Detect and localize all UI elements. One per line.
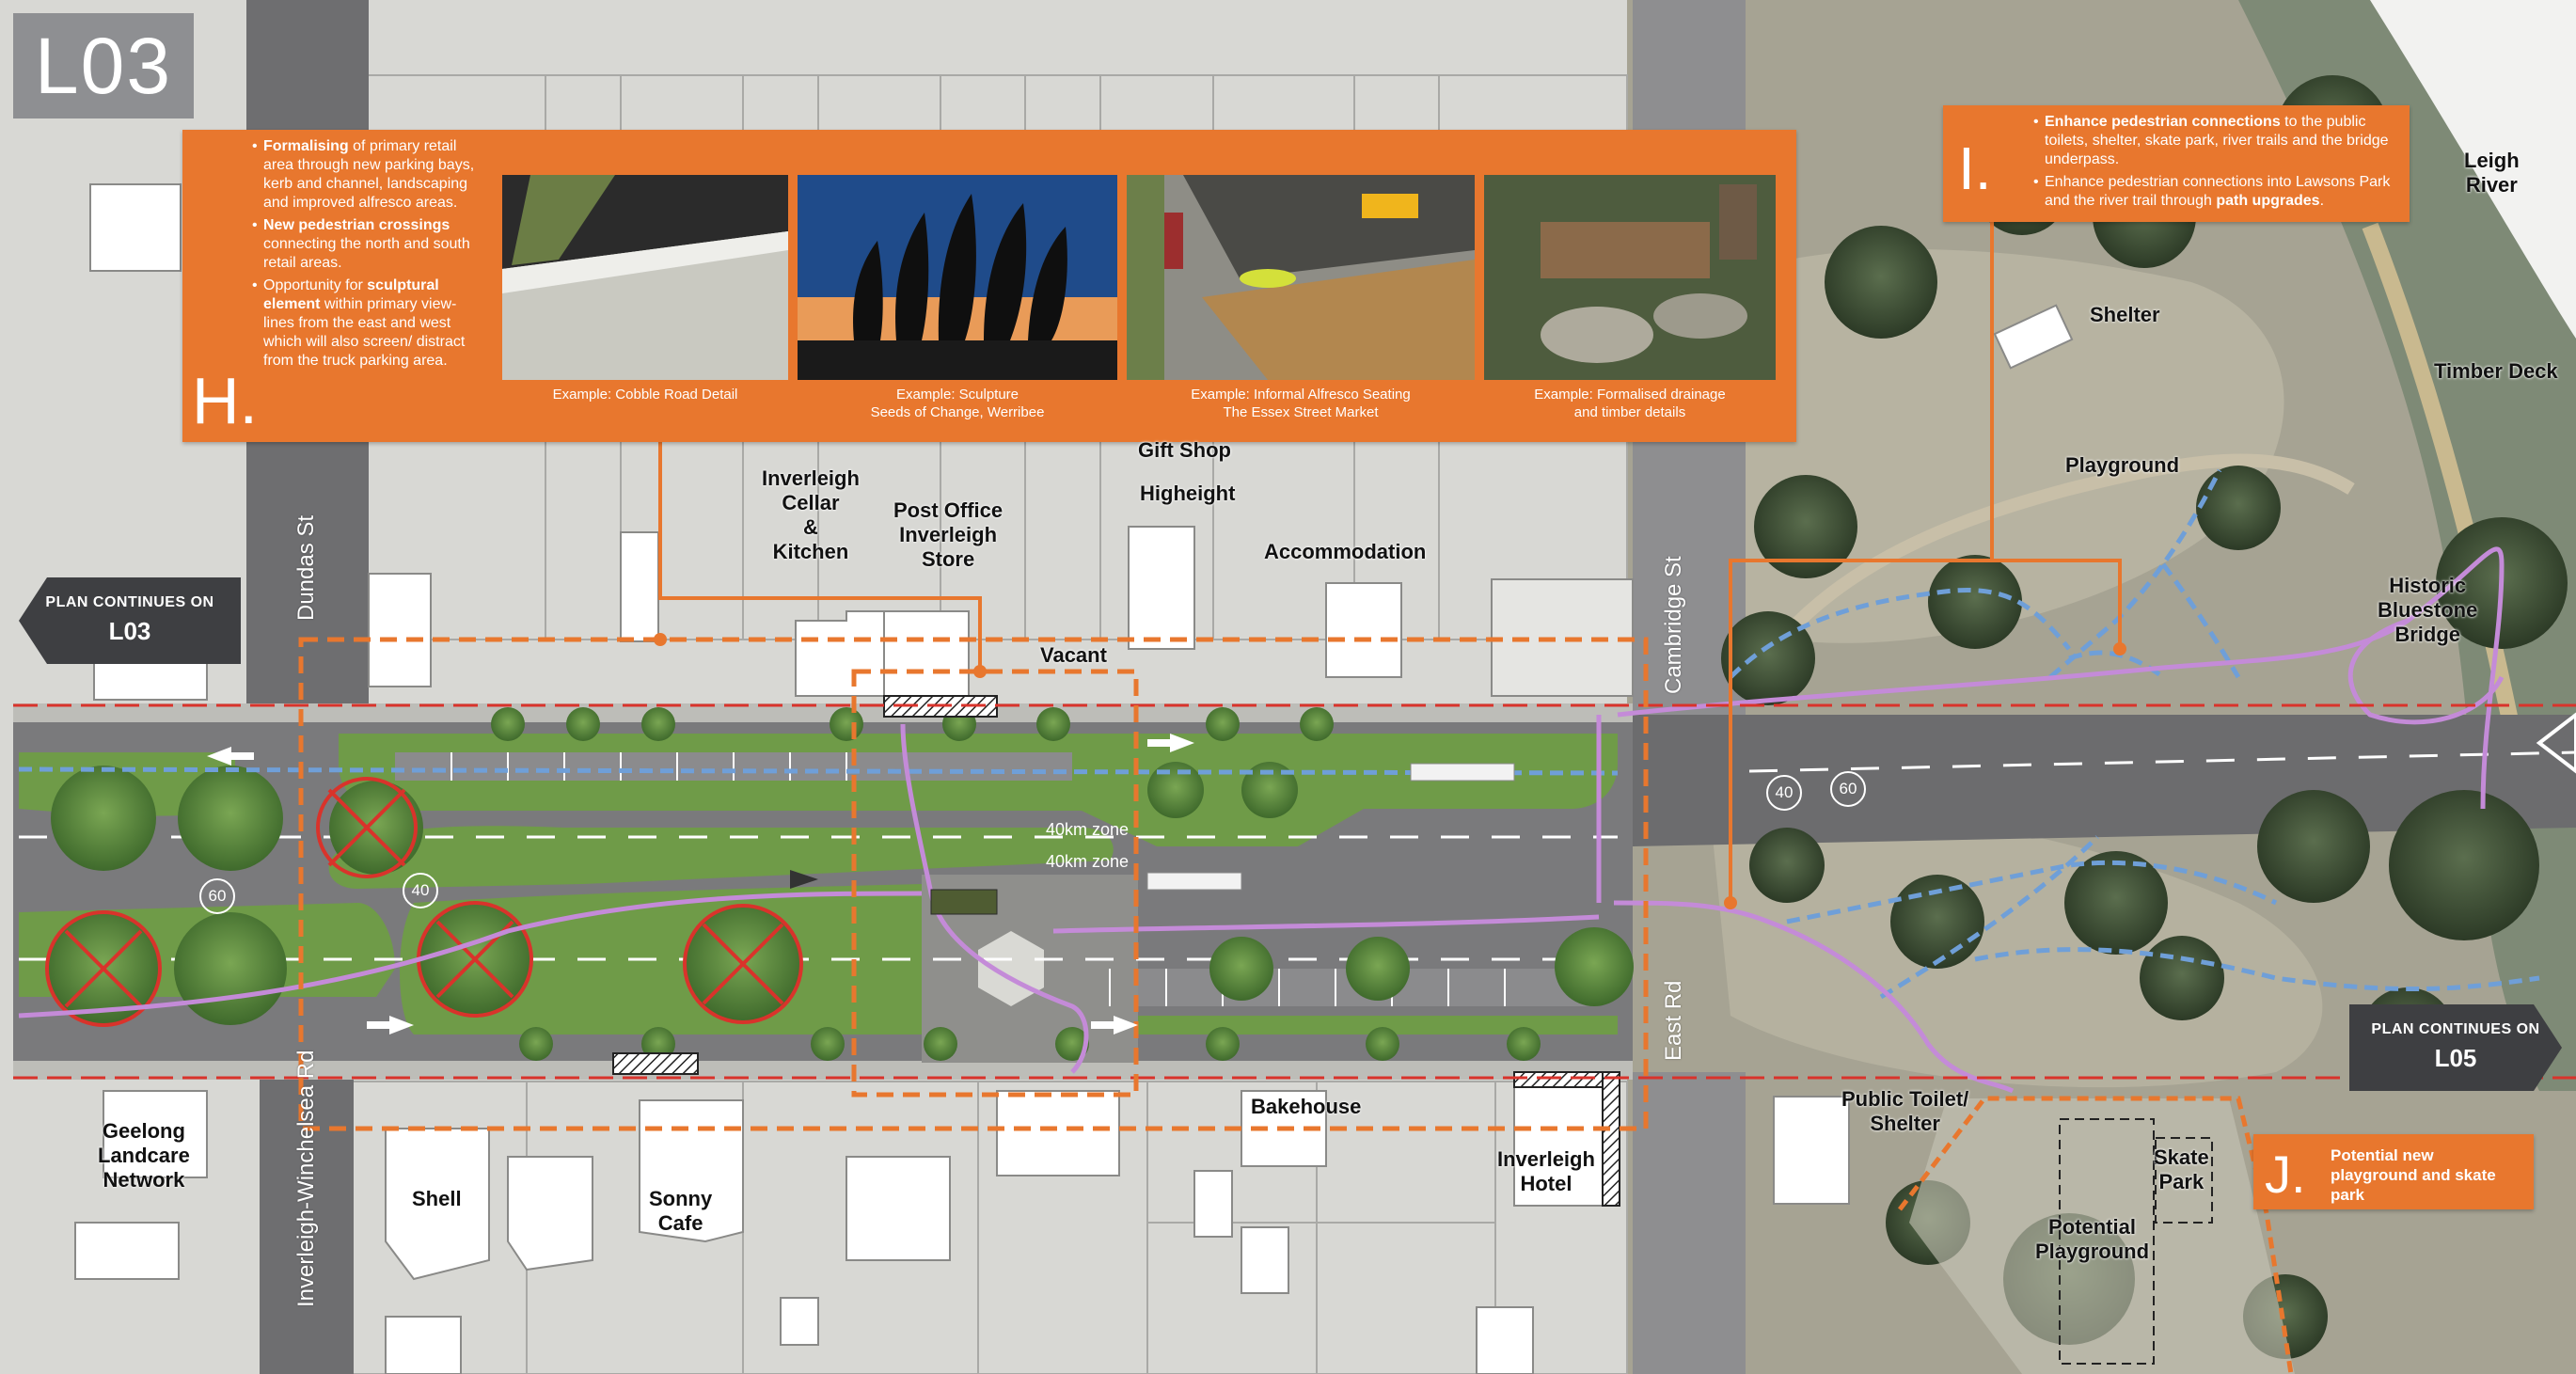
panel-h-bullet-1: Formalising of primary retail area throu… [252,137,478,213]
potential-area-dash [1898,1096,2294,1374]
centre-median [328,826,1114,889]
zone-label-1: 40km zone [1046,820,1130,839]
arrow-left-icon [19,577,241,664]
park-light-south [1712,813,2323,1088]
gravel-path-2 [2362,222,2529,773]
label-playground: Playground [2065,453,2180,477]
parking-bays [450,752,1506,1006]
plan-continues-west[interactable]: PLAN CONTINUES ON L03 [19,577,241,664]
label-shelter: Shelter [2090,303,2160,326]
label-public-toilet: Public Toilet/Shelter [1841,1087,1969,1135]
purple-paths [18,546,2505,1094]
buildings [74,183,2074,1374]
annotation-panel-i: I. Enhance pedestrian connections to the… [1943,105,2410,222]
panel-j-text: Potential new playground and skate park [2331,1146,2496,1204]
panel-i-bullet-2: Enhance pedestrian connections into Laws… [2033,173,2400,211]
potential-playground-area [1909,1098,2295,1374]
annotation-panel-j: J. Potential new playground and skate pa… [2253,1134,2534,1209]
hatch-sonny [612,1052,699,1075]
panel-h-bullet-2: New pedestrian crossings connecting the … [252,216,478,273]
orange-focus-boxes [298,637,1649,1131]
wedge-left [790,870,818,889]
red-boundaries [13,703,2576,1080]
label-bakehouse: Bakehouse [1251,1095,1362,1118]
truck-south [1146,872,1242,891]
street-dundas: Dundas St [293,514,319,621]
panel-i-bullets: Enhance pedestrian connections to the pu… [2033,113,2400,214]
sculpture-block [930,889,998,915]
continues-east-label: PLAN CONTINUES ON [2371,1021,2540,1037]
label-shell: Shell [412,1187,462,1210]
panel-letter-j: J. [2265,1145,2306,1204]
photo-alfresco [1127,175,1475,380]
continues-west-label: PLAN CONTINUES ON [45,594,214,610]
continues-east-code: L05 [2434,1044,2477,1072]
blue-paths [18,468,2540,1000]
zone-label-2: 40km zone [1046,852,1130,871]
street-east: East Rd [1661,980,1686,1061]
speed-sign-60-west: 60 [199,878,235,914]
panel-i-bullet-1: Enhance pedestrian connections to the pu… [2033,113,2400,169]
continues-west-code: L03 [108,617,151,645]
photo-cobble-road [502,175,788,380]
traffic-arrows [207,712,2576,1034]
panel-letter-h: H. [192,364,258,437]
leader-dots [654,633,2126,909]
east-road [1633,1072,1746,1374]
label-vacant: Vacant [1040,643,1107,667]
speed-sign-40-east: 40 [1766,775,1802,811]
arrow-right-icon [2349,1004,2562,1091]
river-white [2370,0,2576,339]
south-parking [1053,969,1599,1006]
truck-north [1410,763,1515,782]
panel-letter-i: I. [1958,134,1992,202]
panel-h-bullets: Formalising of primary retail area throu… [252,137,478,374]
photo-sculpture [798,175,1117,380]
label-gift-shop: Gift Shop [1138,438,1231,462]
hatch-hotel-side [1602,1071,1620,1207]
panel-h-bullet-3: Opportunity for sculptural element withi… [252,276,478,371]
label-higheight: Higheight [1140,482,1236,505]
winchelsea-road [260,1072,354,1374]
speed-sign-60-east: 60 [1830,771,1866,807]
label-accommodation: Accommodation [1264,540,1427,563]
street-cambridge: Cambridge St [1661,556,1686,694]
caption-cobble: Example: Cobble Road Detail [552,387,738,403]
label-timber-deck: Timber Deck [2434,359,2558,383]
sheet-code: L03 [13,13,194,118]
annotation-panel-h: H. Formalising of primary retail area th… [182,130,1796,442]
photo-drainage [1484,175,1776,380]
plan-continues-east[interactable]: PLAN CONTINUES ON L05 [2349,1004,2562,1091]
skate-outline [2155,1137,2213,1224]
leader-lines [658,222,2122,903]
speed-sign-40-west: 40 [403,873,438,908]
playground-outline [2059,1118,2155,1365]
street-inverleigh-winchelsea: Inverleigh-Winchelsea Rd [293,1050,319,1307]
